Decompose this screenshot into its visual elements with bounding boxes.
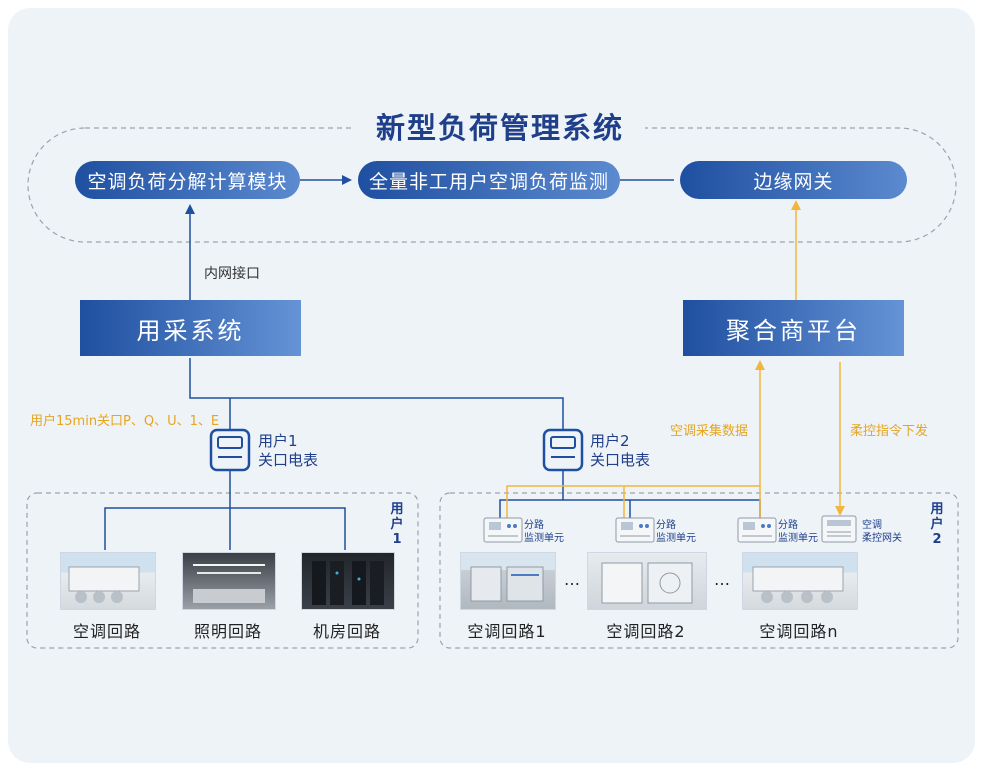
branch-monitor-label: 分路 监测单元 xyxy=(656,520,696,544)
circuit-caption: 空调回路2 xyxy=(606,622,686,641)
edge-gateway-module: 边缘网关 xyxy=(680,161,907,199)
ac-unit-photo xyxy=(460,552,556,610)
ac-unit-photo xyxy=(587,552,707,610)
meter-icon xyxy=(209,428,251,472)
ac-unit-photo xyxy=(60,552,156,610)
ellipsis: … xyxy=(714,570,731,589)
collection-system: 用采系统 xyxy=(80,300,301,356)
branch-monitor-label: 分路 监测单元 xyxy=(524,520,564,544)
ac-collect-label: 空调采集数据 xyxy=(670,424,749,439)
aggregator-platform: 聚合商平台 xyxy=(683,300,904,356)
circuit-caption: 照明回路 xyxy=(193,622,262,641)
user2-meter-label: 用户2 关口电表 xyxy=(590,432,651,469)
branch-monitor-device-icon xyxy=(737,517,777,543)
user1-group-label: 用 户 1 xyxy=(390,502,404,547)
flex-control-gateway-icon xyxy=(821,515,857,543)
branch-monitor-device-icon xyxy=(615,517,655,543)
circuit-caption: 空调回路1 xyxy=(467,622,547,641)
ac-unit-photo xyxy=(742,552,858,610)
user1-group-boundary xyxy=(26,492,419,649)
circuit-caption: 空调回路n xyxy=(759,622,839,641)
flex-command-label: 柔控指令下发 xyxy=(850,424,929,439)
branch-monitor-device-icon xyxy=(483,517,523,543)
user2-group-label: 用 户 2 xyxy=(930,502,944,547)
user1-meter-label: 用户1 关口电表 xyxy=(258,432,319,469)
calc-module: 空调负荷分解计算模块 xyxy=(75,161,300,199)
branch-monitor-label: 分路 监测单元 xyxy=(778,520,818,544)
server-room-photo xyxy=(301,552,395,610)
circuit-caption: 空调回路 xyxy=(72,622,141,641)
page-title: 新型负荷管理系统 xyxy=(355,108,645,148)
intranet-interface-label: 内网接口 xyxy=(204,266,260,282)
meter-icon xyxy=(542,428,584,472)
circuit-caption: 机房回路 xyxy=(312,622,381,641)
user-data-label: 用户15min关口P、Q、U、1、E xyxy=(30,414,220,429)
ellipsis: … xyxy=(564,570,581,589)
flex-gateway-label: 空调 柔控网关 xyxy=(862,520,902,544)
user2-group-boundary xyxy=(439,492,959,649)
lighting-photo xyxy=(182,552,276,610)
monitor-module: 全量非工用户空调负荷监测 xyxy=(358,161,620,199)
